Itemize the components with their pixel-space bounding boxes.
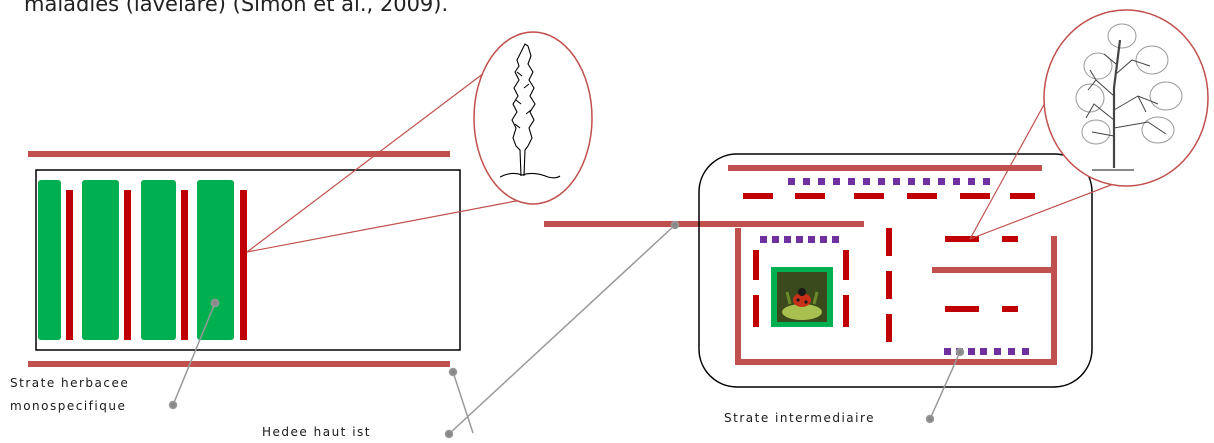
field-outline-right — [698, 153, 1093, 388]
field-outline-left — [35, 169, 461, 351]
tree-row-2 — [124, 190, 131, 340]
crop-strip-1 — [38, 180, 61, 340]
leader-dot-hedge-bottom — [448, 367, 458, 377]
dashed-tree-frame-left — [753, 250, 849, 327]
willow-tree-icon — [1075, 23, 1183, 171]
callout-line-lower — [246, 197, 533, 253]
label-monospecifique: monospecifique — [10, 399, 127, 413]
ladybird-photo-icon — [777, 272, 827, 322]
poplar-tree-icon — [499, 43, 561, 179]
leader-lines — [168, 220, 965, 439]
leader-dot-herbacee — [168, 400, 178, 410]
top-caption: maladies (laveläre) (Simon et al., 2009)… — [24, 0, 449, 16]
intermediate-strip-left — [760, 236, 839, 243]
crop-strip-4 — [197, 180, 234, 340]
dashed-tree-column-center — [886, 228, 892, 342]
dashed-tree-short-upper — [945, 236, 1018, 242]
tree-row-1 — [66, 190, 73, 340]
leader-dot-intermediaire — [925, 414, 935, 424]
leader-dot-strip — [210, 298, 220, 308]
leader-dot-intermediate-strip — [955, 347, 965, 357]
callout-line-upper — [246, 69, 489, 253]
leader-dot-haie — [444, 429, 454, 439]
crop-strip-2 — [82, 180, 119, 340]
label-strate-herbacee: Strate herbacee — [10, 376, 130, 390]
inner-hedge-frame — [735, 228, 1057, 365]
dashed-tree-row-top — [743, 193, 1035, 199]
label-haie-haute: Hedee haut ist — [262, 425, 371, 439]
left-system — [28, 31, 593, 367]
tree-row-4 — [240, 190, 247, 340]
dashed-tree-short-lower — [945, 306, 1018, 312]
intermediate-strip-top — [788, 178, 990, 185]
tree-row-3 — [181, 190, 188, 340]
label-strate-intermediaire: Strate intermediaire — [724, 411, 876, 425]
leader-dot-hedge-middle — [670, 220, 680, 230]
crop-strip-3 — [141, 180, 176, 340]
callout-ellipse-large-tree — [1043, 9, 1209, 187]
right-system — [698, 9, 1209, 388]
